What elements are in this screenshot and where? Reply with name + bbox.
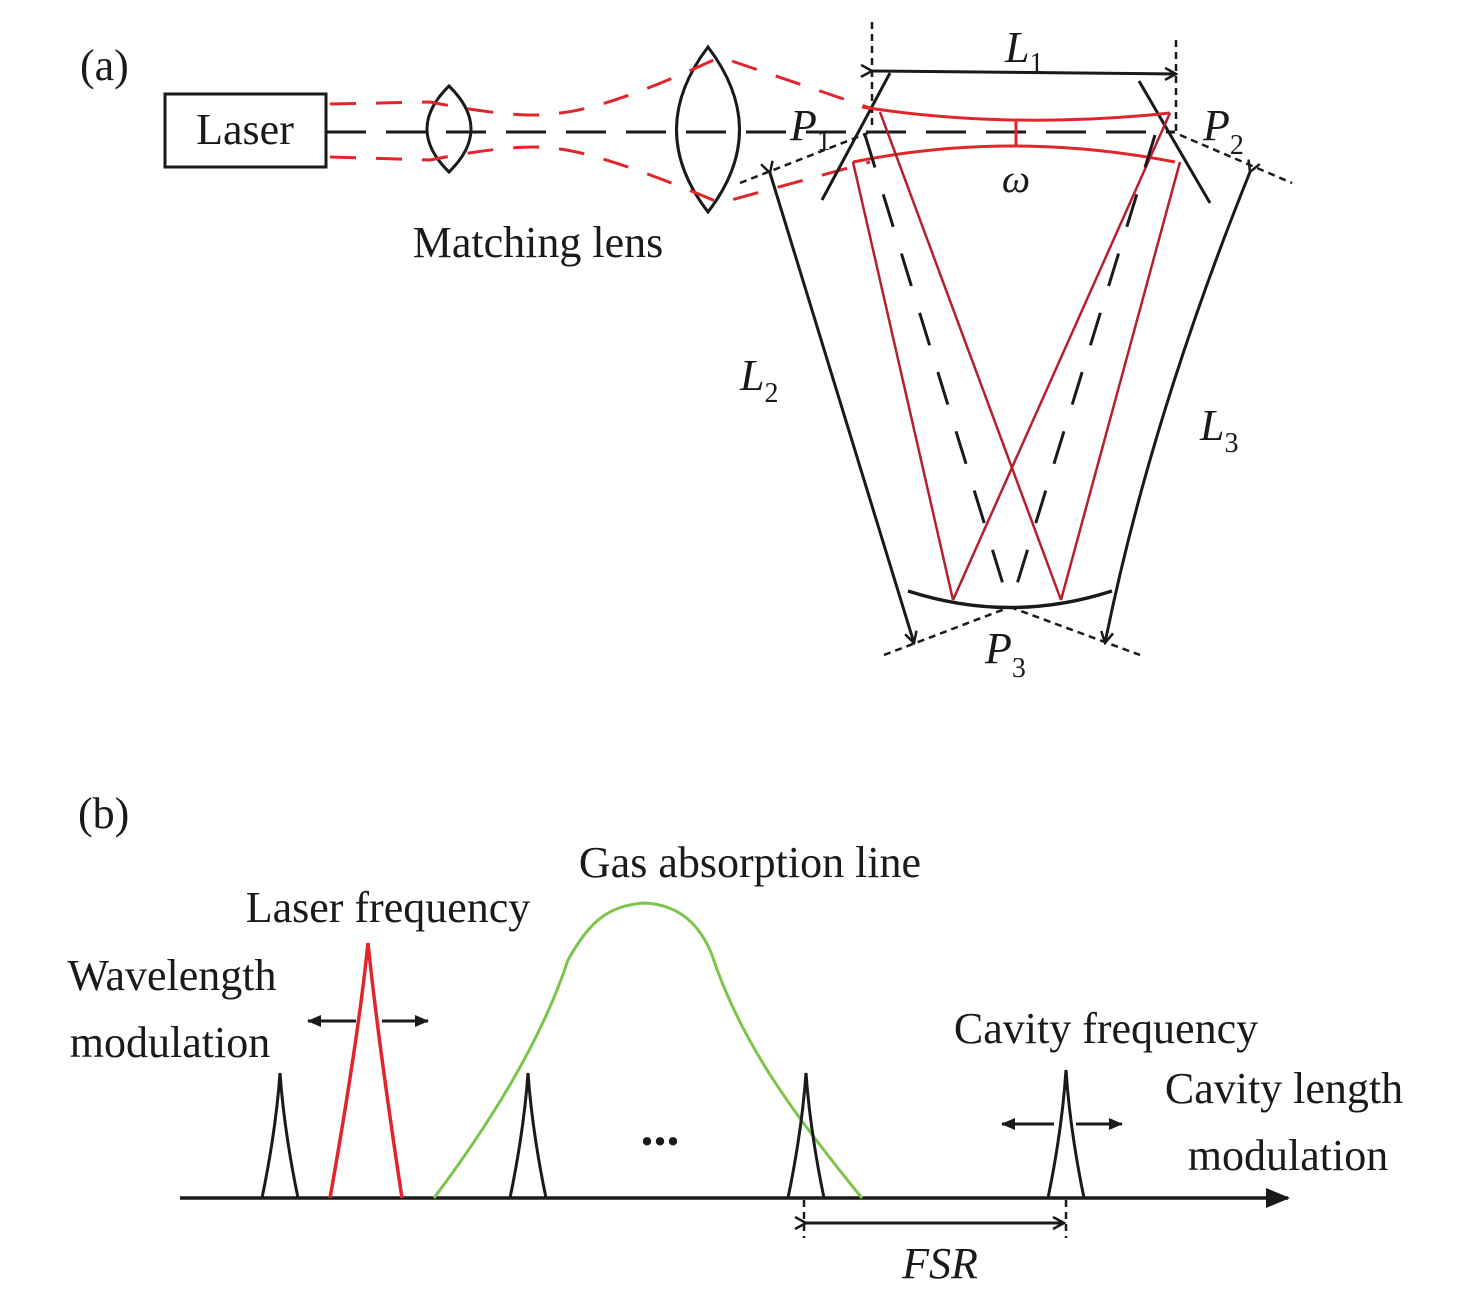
waist-lower-edge bbox=[852, 144, 1176, 164]
p1-label: P1 bbox=[789, 101, 831, 157]
cavity-frequency-label: Cavity frequency bbox=[954, 1004, 1258, 1053]
mirror-p3-curved bbox=[907, 589, 1113, 610]
cavity-length-mod-label-line2: modulation bbox=[1188, 1131, 1388, 1180]
input-beam-envelope bbox=[329, 55, 871, 205]
p2-extension bbox=[1179, 133, 1293, 185]
cavity-mode bbox=[508, 1072, 548, 1199]
l1-dimension-arrow bbox=[872, 71, 1176, 74]
cavity-mode bbox=[260, 1072, 300, 1199]
waist-upper-edge bbox=[861, 105, 1171, 122]
l3-dimension-arrow bbox=[1105, 172, 1250, 643]
laser-frequency-label: Laser frequency bbox=[246, 883, 531, 932]
p2-label: P2 bbox=[1202, 101, 1244, 161]
large-matching-lens bbox=[675, 44, 741, 215]
cavity-mode bbox=[786, 1072, 826, 1199]
laser-label: Laser bbox=[196, 105, 294, 154]
waist-label: ω bbox=[1002, 156, 1030, 201]
l2-dimension-arrow bbox=[770, 173, 914, 643]
panel-b-label: (b) bbox=[78, 789, 129, 838]
beam-lower-edge bbox=[329, 145, 871, 205]
panel-b: (b) FSR ... Gas absorption line Laser fr… bbox=[67, 789, 1403, 1288]
gas-absorption-label: Gas absorption line bbox=[579, 838, 921, 887]
beam-left-inner bbox=[878, 111, 1063, 601]
cavity-modes bbox=[260, 1069, 1086, 1199]
panel-a-label: (a) bbox=[80, 41, 129, 90]
intracavity-beam bbox=[851, 105, 1182, 601]
laser-frequency-peak bbox=[328, 942, 404, 1199]
laser-source: Laser bbox=[163, 92, 328, 169]
cavity-axis-left bbox=[863, 134, 1012, 608]
l2-label: L2 bbox=[739, 351, 778, 409]
cavity-length-mod-label-line1: Cavity length bbox=[1165, 1064, 1403, 1113]
fsr-label: FSR bbox=[901, 1239, 978, 1288]
p3-extension-right bbox=[1009, 605, 1141, 657]
p3-label: P3 bbox=[984, 624, 1026, 684]
beam-right-inner bbox=[951, 112, 1172, 601]
beam-upper-edge bbox=[329, 55, 871, 117]
gas-absorption-curve bbox=[432, 901, 864, 1199]
wavelength-mod-label-line2: modulation bbox=[70, 1018, 270, 1067]
wavelength-mod-label-line1: Wavelength bbox=[67, 951, 276, 1000]
p3-extension-left bbox=[883, 605, 1011, 657]
mode-ellipsis: ... bbox=[641, 1100, 680, 1157]
p1-extension bbox=[739, 131, 869, 185]
panel-a: (a) Laser Matching lens L1 bbox=[80, 22, 1293, 684]
beam-left-outer bbox=[851, 161, 955, 601]
beam-right-outer bbox=[1059, 161, 1182, 601]
l1-label: L1 bbox=[1004, 23, 1043, 79]
cavity-axis-right bbox=[1008, 134, 1157, 608]
cavity-mode bbox=[1046, 1069, 1086, 1199]
l3-label: L3 bbox=[1199, 401, 1238, 459]
matching-lens-label: Matching lens bbox=[413, 218, 664, 267]
small-matching-lens bbox=[425, 83, 473, 175]
